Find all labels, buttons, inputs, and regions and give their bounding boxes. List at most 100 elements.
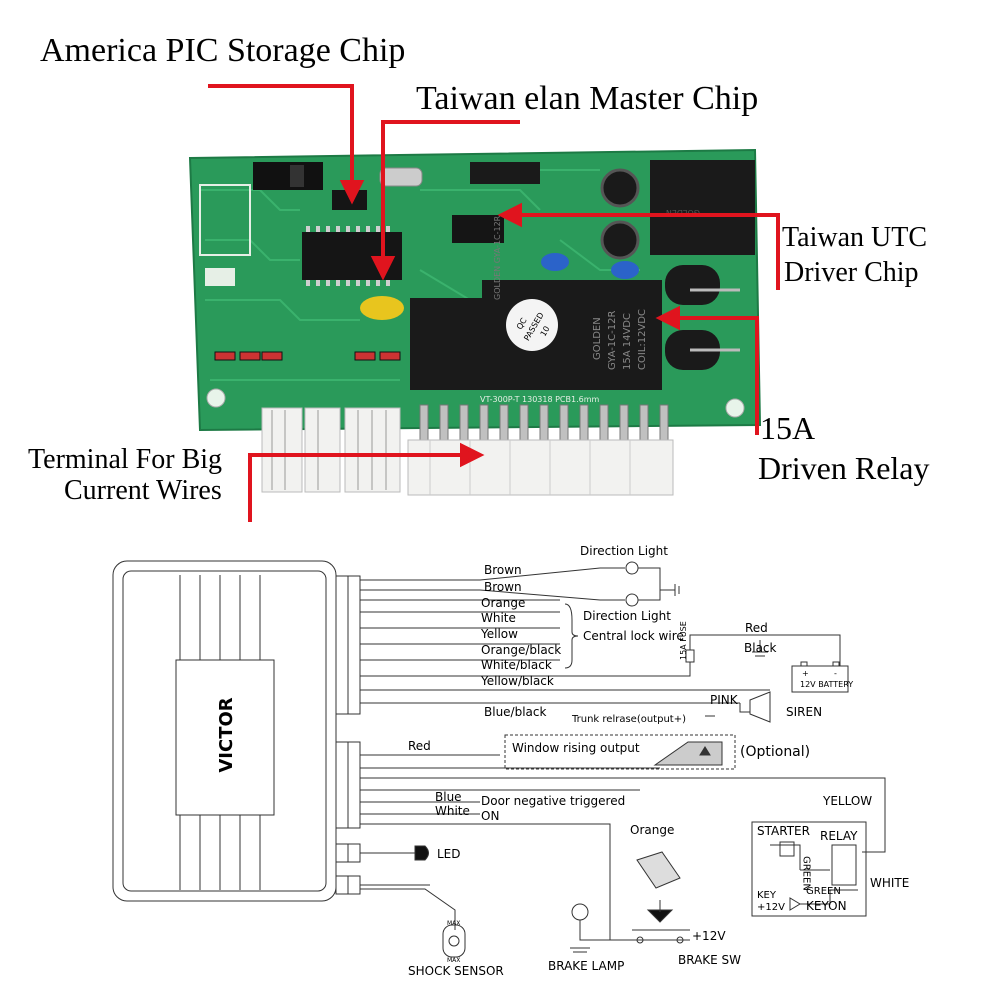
svg-text:(Optional): (Optional)	[740, 744, 810, 760]
svg-text:12V BATTERY: 12V BATTERY	[800, 680, 853, 689]
svg-text:White: White	[435, 804, 470, 818]
utc-chip	[452, 215, 504, 243]
svg-text:Red: Red	[745, 621, 768, 635]
callout-terminal	[248, 453, 468, 522]
svg-text:KEYON: KEYON	[806, 899, 847, 913]
label-relay-1: 15A	[760, 410, 816, 446]
control-unit	[112, 560, 337, 902]
svg-text:GOLDEN: GOLDEN	[592, 317, 603, 360]
brake-pedal	[636, 851, 681, 889]
svg-text:Door negative triggered: Door negative triggered	[481, 794, 625, 808]
svg-text:+12V: +12V	[757, 902, 785, 913]
svg-text:Trunk relrase(output+): Trunk relrase(output+)	[571, 714, 686, 725]
brand-logo: VICTOR	[216, 697, 237, 772]
svg-text:GREEN: GREEN	[801, 856, 812, 891]
svg-text:GYA-1C-12R: GYA-1C-12R	[607, 311, 618, 370]
callout-elan	[381, 120, 520, 268]
battery	[791, 665, 849, 693]
svg-text:RELAY: RELAY	[820, 829, 858, 843]
ceramic-cap	[541, 253, 569, 271]
svg-text:Brown: Brown	[484, 580, 522, 594]
svg-text:Direction Light: Direction Light	[580, 544, 668, 558]
diode-row	[214, 351, 401, 361]
svg-text:Direction Light: Direction Light	[583, 609, 671, 623]
label-utc-1: Taiwan UTC	[782, 222, 928, 253]
svg-text:+: +	[802, 669, 809, 678]
label-terminal-2: Current Wires	[64, 475, 222, 506]
svg-text:GREEN: GREEN	[806, 886, 841, 897]
pic-chip	[332, 190, 367, 210]
svg-text:Red: Red	[408, 739, 431, 753]
callout-utc-arrow	[497, 202, 522, 228]
svg-text:Blue/black: Blue/black	[484, 705, 547, 719]
relay-right	[572, 280, 662, 390]
yellow-capacitor	[360, 296, 404, 320]
window-output-box	[504, 734, 736, 770]
svg-text:15A FUSE: 15A FUSE	[679, 621, 688, 660]
terminal-block	[407, 439, 674, 496]
svg-text:WHITE: WHITE	[870, 876, 909, 890]
terminal-pins	[419, 404, 669, 446]
svg-text:SHOCK SENSOR: SHOCK SENSOR	[408, 964, 504, 978]
callout-utc	[512, 213, 780, 290]
svg-text:Orange: Orange	[481, 596, 525, 610]
transistor	[665, 265, 720, 305]
svg-text:COIL:12VDC: COIL:12VDC	[637, 309, 648, 370]
brand-plate	[175, 659, 275, 816]
relay-small	[410, 298, 482, 390]
relay-top	[650, 160, 755, 255]
small-connector	[304, 407, 341, 493]
svg-text:YELLOW: YELLOW	[822, 794, 872, 808]
mount-hole	[725, 398, 745, 418]
svg-text:+12V: +12V	[692, 929, 726, 943]
callout-pic-arrow	[339, 180, 365, 205]
label-relay-2: Driven Relay	[758, 450, 930, 486]
callout-relay-arrow	[655, 305, 680, 331]
label-terminal-1: Terminal For Big	[28, 444, 223, 475]
callout-elan-arrow	[370, 256, 396, 281]
svg-text:Yellow/black: Yellow/black	[480, 674, 554, 688]
svg-text:10: 10	[539, 325, 552, 338]
starter-icon	[779, 841, 795, 857]
label-utc-2: Driver Chip	[784, 257, 919, 288]
svg-text:LED: LED	[437, 847, 461, 861]
jumper-header	[253, 162, 323, 190]
svg-text:GOLDEN: GOLDEN	[666, 208, 700, 217]
callout-pic	[208, 84, 354, 192]
svg-text:Orange/black: Orange/black	[481, 643, 561, 657]
svg-text:VT-300P-T 130318 PCB1.6mm: VT-300P-T 130318 PCB1.6mm	[480, 395, 600, 404]
svg-text:GOLDEN GYA-1C-12R: GOLDEN GYA-1C-12R	[493, 215, 502, 300]
relay-box	[751, 821, 867, 917]
svg-text:STARTER: STARTER	[757, 824, 810, 838]
label-elan-chip: Taiwan elan Master Chip	[416, 80, 759, 117]
svg-text:KEY: KEY	[757, 890, 777, 901]
mount-hole	[206, 388, 226, 408]
crystal	[379, 167, 423, 187]
svg-text:ON: ON	[481, 809, 499, 823]
svg-text:Black: Black	[744, 641, 777, 655]
capacitor	[600, 220, 640, 260]
svg-text:Orange: Orange	[630, 823, 674, 837]
qc-sticker	[506, 299, 558, 351]
callout-relay	[670, 316, 759, 435]
callout-terminal-arrow	[460, 442, 485, 468]
shock-sensor	[442, 924, 466, 958]
svg-text:-: -	[834, 669, 837, 678]
svg-text:Brown: Brown	[484, 563, 522, 577]
svg-text:PINK: PINK	[710, 693, 739, 707]
svg-text:SIREN: SIREN	[786, 705, 822, 719]
svg-text:15A 14VDC: 15A 14VDC	[622, 313, 633, 370]
label-pic-chip: America PIC Storage Chip	[40, 32, 406, 69]
svg-text:White/black: White/black	[481, 658, 552, 672]
ceramic-cap	[611, 261, 639, 279]
svg-text:Yellow: Yellow	[480, 627, 518, 641]
svg-text:White: White	[481, 611, 516, 625]
svg-text:MAX: MAX	[447, 920, 460, 927]
svg-text:Window rising output: Window rising output	[512, 741, 640, 755]
small-connector	[261, 407, 303, 493]
svg-text:Central lock wire: Central lock wire	[583, 629, 684, 643]
svg-text:BRAKE SW: BRAKE SW	[678, 953, 741, 967]
capacitor	[600, 168, 640, 208]
svg-text:MAX: MAX	[447, 957, 460, 964]
